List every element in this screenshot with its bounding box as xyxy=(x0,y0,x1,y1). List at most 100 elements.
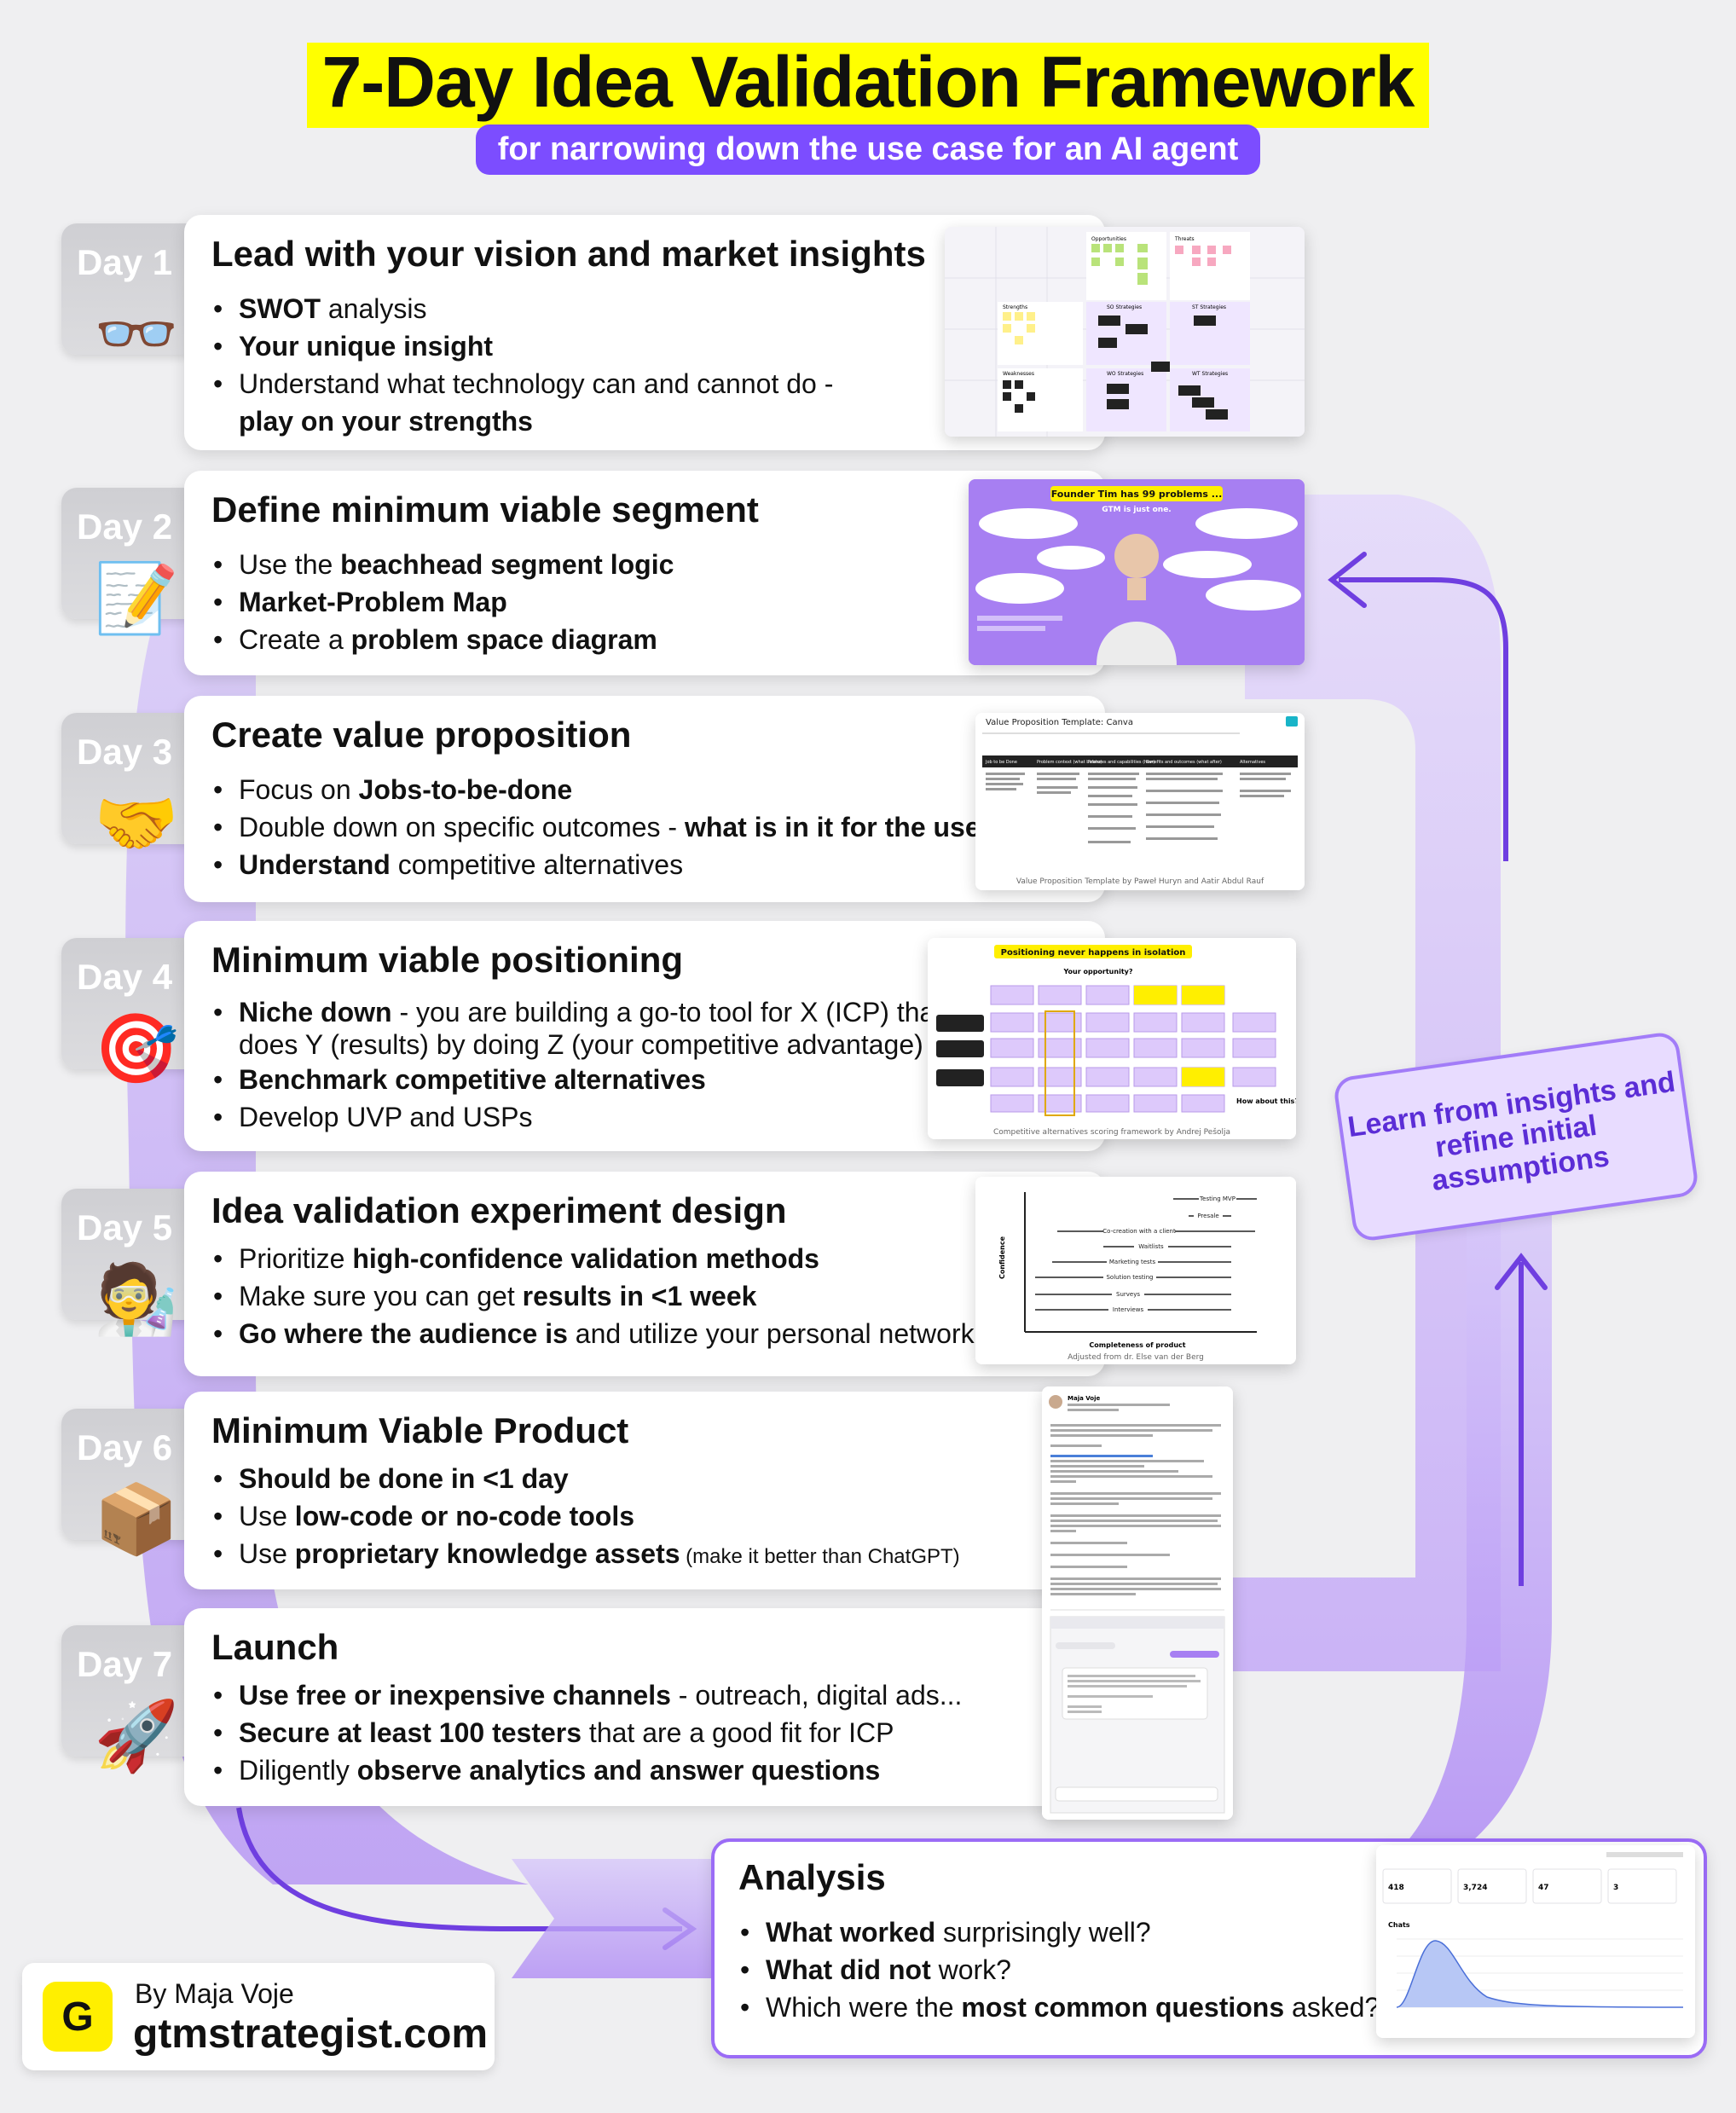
positioning-graphic: Positioning never happens in isolation Y… xyxy=(928,938,1296,1139)
analysis-arrow-line xyxy=(236,1807,682,1931)
day-2-tab: Day 2 📝 xyxy=(61,488,191,633)
day-title: Minimum viable positioning xyxy=(211,940,684,980)
day-6-tab: Day 6 📦 xyxy=(61,1409,191,1554)
day-title: Idea validation experiment design xyxy=(211,1190,787,1230)
day-4-tab: Day 4 🎯 xyxy=(61,938,191,1083)
scientist-icon: 🧑‍🔬 xyxy=(94,1261,179,1337)
svg-text:47: 47 xyxy=(1538,1884,1549,1892)
svg-text:Maja Voje: Maja Voje xyxy=(1068,1395,1100,1402)
bullet: Your unique insight xyxy=(213,327,1126,365)
analysis-bullets: What worked surprisingly well? What did … xyxy=(738,1913,1380,2026)
top-return-arrow-line xyxy=(1339,577,1508,861)
right-lower-band xyxy=(1407,1211,1552,1859)
day-bullets: Should be done in <1 day Use low-code or… xyxy=(211,1460,1126,1576)
svg-text:SO Strategies: SO Strategies xyxy=(1107,304,1142,310)
bullet: Use the beachhead segment logic xyxy=(213,546,1126,583)
linkedin-post-image: Maja Voje xyxy=(1042,1386,1233,1820)
bullet: Niche down - you are building a go-to to… xyxy=(213,996,972,1061)
analysis-title: Analysis xyxy=(738,1857,886,1897)
day-label: Day 4 xyxy=(77,957,173,997)
day-title: Launch xyxy=(211,1627,339,1667)
founder-problems-graphic: Founder Tim has 99 problems ... GTM is j… xyxy=(969,479,1305,665)
svg-text:Completeness of product: Completeness of product xyxy=(1089,1341,1185,1349)
svg-text:Positioning never happens in i: Positioning never happens in isolation xyxy=(1001,948,1186,958)
bullet: Make sure you can get results in <1 week xyxy=(213,1277,1126,1315)
svg-text:Adjusted from dr. Else van der: Adjusted from dr. Else van der Berg xyxy=(1068,1353,1204,1362)
svg-text:Opportunities: Opportunities xyxy=(1091,236,1126,242)
svg-text:Waitlists: Waitlists xyxy=(1138,1243,1164,1250)
bullet: Use low-code or no-code tools xyxy=(213,1497,1126,1535)
day-label: Day 2 xyxy=(77,507,173,547)
bullet: Market-Problem Map xyxy=(213,583,1126,621)
top-return-arrow-head xyxy=(1328,552,1367,608)
day-7-card: Launch Use free or inexpensive channels … xyxy=(184,1608,1105,1806)
svg-text:ST Strategies: ST Strategies xyxy=(1192,304,1226,310)
svg-text:Features and capabilities (how: Features and capabilities (how) xyxy=(1088,760,1154,765)
svg-text:WO Strategies: WO Strategies xyxy=(1107,371,1143,377)
bullet: Diligently observe analytics and answer … xyxy=(213,1751,1126,1789)
svg-text:Weaknesses: Weaknesses xyxy=(1003,371,1034,377)
handshake-icon: 🤝 xyxy=(94,785,179,861)
day-label: Day 1 xyxy=(77,242,173,282)
memo-pencil-icon: 📝 xyxy=(94,560,179,636)
svg-text:Confidence: Confidence xyxy=(998,1236,1006,1279)
day-5-card: Idea validation experiment design Priori… xyxy=(184,1172,1105,1376)
bottom-chevron-band xyxy=(512,1859,733,1978)
bullet: What did not work? xyxy=(740,1951,1380,1989)
day-bullets: Niche down - you are building a go-to to… xyxy=(211,996,972,1136)
bullet: Prioritize high-confidence validation me… xyxy=(213,1240,1126,1277)
svg-text:Your opportunity?: Your opportunity? xyxy=(1062,968,1132,975)
day-2-card: Define minimum viable segment Use the be… xyxy=(184,471,1105,675)
svg-text:How about this?: How about this? xyxy=(1236,1097,1296,1105)
day-label: Day 3 xyxy=(77,732,173,772)
svg-text:Surveys: Surveys xyxy=(1116,1291,1140,1298)
day-label: Day 5 xyxy=(77,1207,173,1248)
day-3-tab: Day 3 🤝 xyxy=(61,713,191,858)
day-label: Day 6 xyxy=(77,1427,173,1468)
day-bullets: SWOT analysis Your unique insight Unders… xyxy=(211,290,1126,440)
experiment-design-graphic: Confidence Completeness of product Testi… xyxy=(975,1177,1296,1364)
bullet: Secure at least 100 testers that are a g… xyxy=(213,1714,1126,1751)
page-subtitle: for narrowing down the use case for an A… xyxy=(475,124,1261,175)
author-site[interactable]: gtmstrategist.com xyxy=(133,2012,489,2057)
day-bullets: Focus on Jobs-to-be-done Double down on … xyxy=(211,771,1126,883)
svg-text:GTM is just one.: GTM is just one. xyxy=(1102,506,1171,514)
svg-text:Presale: Presale xyxy=(1197,1213,1218,1219)
svg-text:Threats: Threats xyxy=(1174,236,1195,242)
svg-text:Co-creation with a client: Co-creation with a client xyxy=(1102,1228,1176,1235)
package-icon: 📦 xyxy=(94,1481,179,1557)
positioning-image: Positioning never happens in isolation Y… xyxy=(928,938,1296,1139)
author-card: G By Maja Voje gtmstrategist.com xyxy=(22,1963,495,2070)
bullet: Use proprietary knowledge assets (make i… xyxy=(213,1535,1126,1576)
direct-hit-icon: 🎯 xyxy=(94,1010,179,1086)
analytics-dashboard-image: 418 3,724 47 3 Chats xyxy=(1376,1845,1695,2038)
day-title: Lead with your vision and market insight… xyxy=(211,234,926,274)
bullet: Should be done in <1 day xyxy=(213,1460,1126,1497)
gtm-logo: G xyxy=(43,1982,113,2052)
experiment-design-image: Confidence Completeness of product Testi… xyxy=(975,1177,1296,1364)
day-7-tab: Day 7 🚀 xyxy=(61,1625,191,1770)
day-title: Create value proposition xyxy=(211,715,632,755)
day-bullets: Use the beachhead segment logic Market-P… xyxy=(211,546,1126,658)
day-3-card: Create value proposition Focus on Jobs-t… xyxy=(184,696,1105,902)
analytics-dashboard-graphic: 418 3,724 47 3 Chats xyxy=(1376,1845,1695,2038)
svg-text:Founder Tim has 99 problems ..: Founder Tim has 99 problems ... xyxy=(1051,489,1223,500)
svg-text:Marketing tests: Marketing tests xyxy=(1109,1259,1156,1265)
header: 7-Day Idea Validation Framework xyxy=(0,43,1736,128)
svg-text:Competitive alternatives scori: Competitive alternatives scoring framewo… xyxy=(993,1127,1230,1137)
loop-label-text: Learn from insights and refine initial a… xyxy=(1345,1065,1678,1198)
day-bullets: Use free or inexpensive channels - outre… xyxy=(211,1676,1126,1789)
day-1-tab: Day 1 👓 xyxy=(61,223,191,368)
svg-text:Value Proposition Template: Ca: Value Proposition Template: Canva xyxy=(986,718,1133,727)
bullet: Benchmark competitive alternatives xyxy=(213,1061,972,1098)
analysis-card: Analysis What worked surprisingly well? … xyxy=(711,1838,1707,2058)
subtitle-wrap: for narrowing down the use case for an A… xyxy=(0,124,1736,175)
day-title: Minimum Viable Product xyxy=(211,1410,629,1450)
page-title: 7-Day Idea Validation Framework xyxy=(306,43,1430,128)
svg-text:Value Proposition Template by: Value Proposition Template by Paweł Hury… xyxy=(1016,877,1264,886)
bullet: SWOT analysis xyxy=(213,290,1126,327)
bullet: Create a problem space diagram xyxy=(213,621,1126,658)
svg-text:Benefits and outcomes (what af: Benefits and outcomes (what after) xyxy=(1146,760,1222,765)
bullet: Go where the audience is and utilize you… xyxy=(213,1315,1126,1352)
glasses-icon: 👓 xyxy=(94,296,179,372)
